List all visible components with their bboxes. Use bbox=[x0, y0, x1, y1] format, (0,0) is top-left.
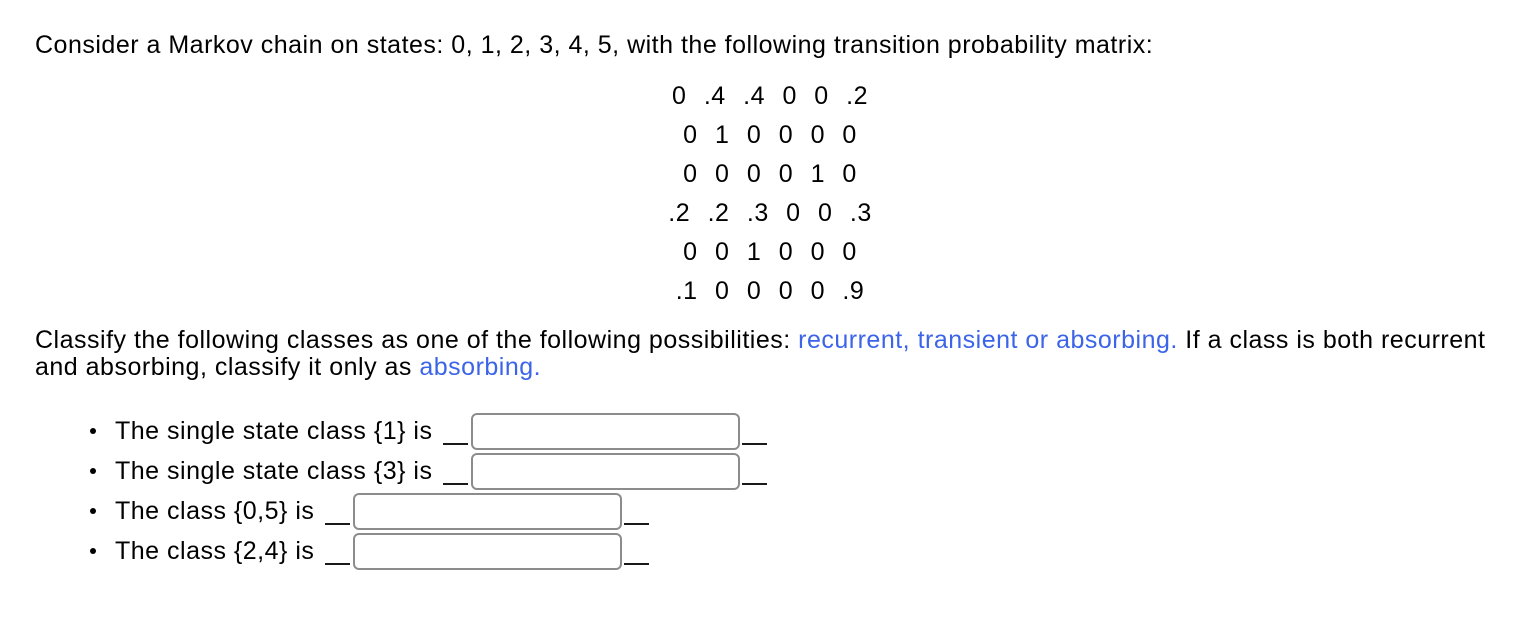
classify-text-segment: Classify the following classes as one of… bbox=[35, 326, 799, 354]
matrix-row-4: 0 0 1 0 0 0 bbox=[683, 238, 857, 266]
matrix-row-3: .2 .2 .3 0 0 .3 bbox=[668, 199, 872, 227]
answer-blank-line bbox=[324, 563, 350, 565]
bullet-icon bbox=[90, 548, 96, 554]
list-item-class-24: The class {2,4} is bbox=[90, 531, 1505, 571]
answer-label: The single state class {3} is bbox=[115, 456, 440, 485]
bullet-icon bbox=[90, 428, 96, 434]
bullet-icon bbox=[90, 468, 96, 474]
answer-label: The class {2,4} is bbox=[115, 536, 322, 565]
matrix-row-1: 0 1 0 0 0 0 bbox=[683, 121, 857, 149]
classify-options-text: recurrent, transient or absorbing. bbox=[798, 326, 1178, 354]
answer-label: The class {0,5} is bbox=[115, 496, 322, 525]
class-1-answer-input[interactable] bbox=[470, 412, 740, 450]
answer-blank-line bbox=[623, 523, 649, 525]
class-3-answer-input[interactable] bbox=[470, 452, 740, 490]
list-item-class-1: The single state class {1} is bbox=[90, 411, 1505, 451]
bullet-icon bbox=[90, 508, 96, 514]
matrix-row-2: 0 0 0 0 1 0 bbox=[683, 160, 857, 188]
answer-label: The single state class {1} is bbox=[115, 416, 440, 445]
answers-list: The single state class {1} is The single… bbox=[35, 411, 1505, 571]
answer-blank-line bbox=[741, 483, 767, 485]
matrix-row-5: .1 0 0 0 0 .9 bbox=[675, 277, 865, 305]
class-24-answer-input[interactable] bbox=[352, 532, 622, 570]
answer-blank-line bbox=[623, 563, 649, 565]
transition-matrix: 0 .4 .4 0 0 .2 0 1 0 0 0 0 0 0 0 0 1 0 .… bbox=[35, 77, 1505, 311]
answer-blank-line bbox=[442, 443, 468, 445]
classify-paragraph: Classify the following classes as one of… bbox=[35, 327, 1505, 381]
classify-text-segment: If a class is both recurrent and absorbi… bbox=[35, 326, 1486, 381]
classify-absorbing-text: absorbing. bbox=[419, 353, 542, 381]
list-item-class-05: The class {0,5} is bbox=[90, 491, 1505, 531]
list-item-class-3: The single state class {3} is bbox=[90, 451, 1505, 491]
class-05-answer-input[interactable] bbox=[352, 492, 622, 530]
intro-paragraph: Consider a Markov chain on states: 0, 1,… bbox=[35, 31, 1154, 59]
matrix-row-0: 0 .4 .4 0 0 .2 bbox=[672, 82, 868, 110]
answer-blank-line bbox=[741, 443, 767, 445]
answer-blank-line bbox=[442, 483, 468, 485]
answer-blank-line bbox=[324, 523, 350, 525]
